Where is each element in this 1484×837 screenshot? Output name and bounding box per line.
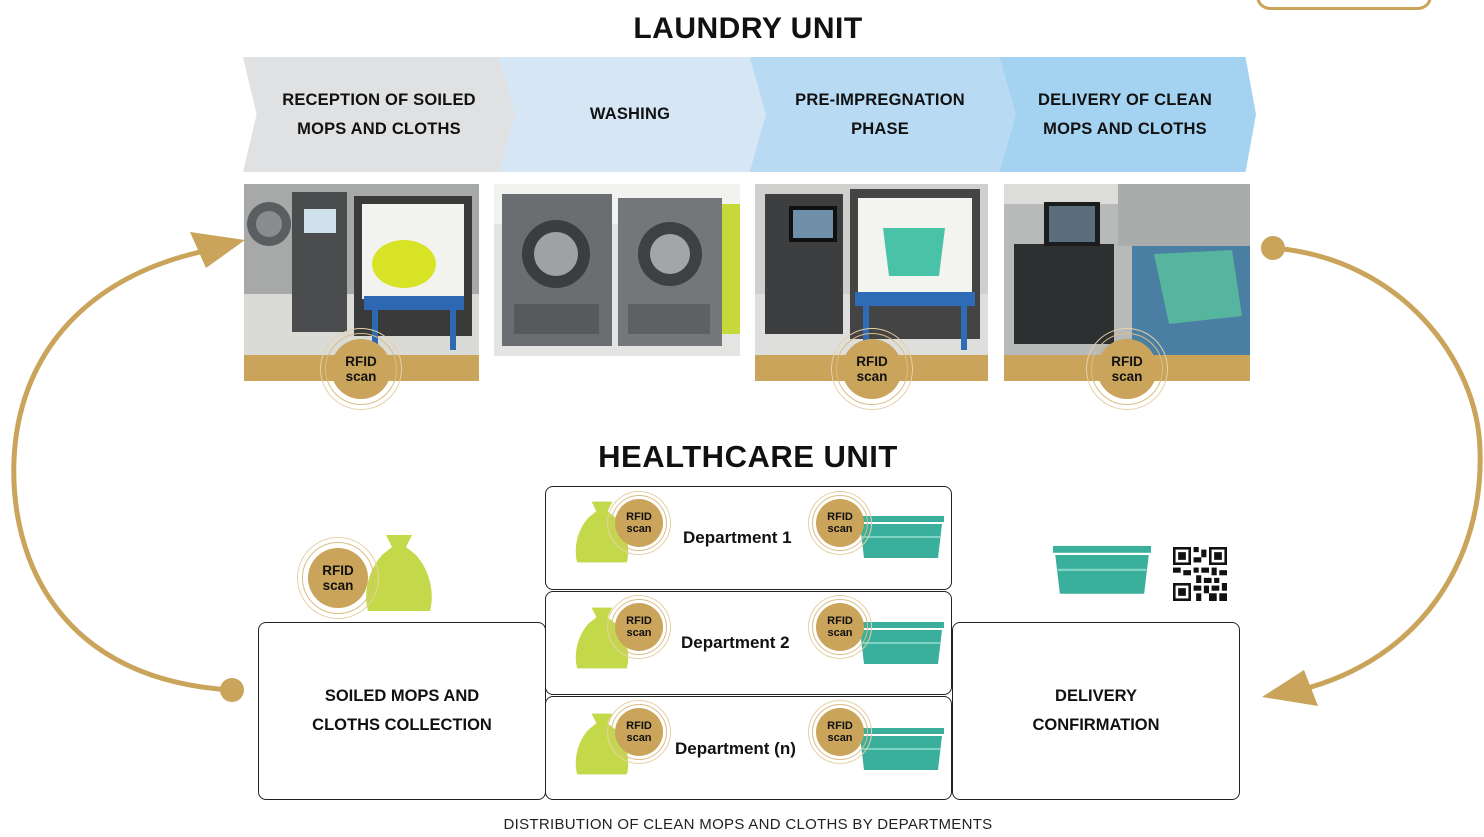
rfid-scan-badge: RFID scan xyxy=(831,328,913,410)
laundry-bag-icon xyxy=(366,535,432,611)
step-washing: WASHING xyxy=(494,57,766,172)
laundry-unit-title: LAUNDRY UNIT xyxy=(633,12,863,45)
soiled-collection-label: SOILED MOPS AND CLOTHS COLLECTION xyxy=(258,682,546,740)
clean-bucket-icon xyxy=(858,622,944,664)
step-washing-line1: WASHING xyxy=(589,105,671,123)
rfid-scan-badge: RFID scan xyxy=(607,700,671,764)
clean-bucket-icon xyxy=(858,516,944,558)
laundry-bag-icon xyxy=(575,713,629,775)
scan-label: scan xyxy=(856,369,888,384)
rfid-scan-badge: RFID scan xyxy=(1086,328,1168,410)
rfid-label: RFID xyxy=(322,563,354,578)
laundry-bag-icon xyxy=(575,607,629,669)
rfid-scan-badge: RFID scan xyxy=(320,328,402,410)
photo-washing xyxy=(494,184,740,356)
scan-label: scan xyxy=(827,523,853,535)
scan-label: scan xyxy=(827,732,853,744)
step-reception-line2: MOPS AND CLOTHS xyxy=(297,119,461,138)
qr-code-icon xyxy=(1173,547,1227,601)
scan-label: scan xyxy=(1111,369,1143,384)
left-arrow-start-dot xyxy=(220,678,244,702)
step-reception-line1: RECEPTION OF SOILED xyxy=(282,90,476,109)
step-reception: RECEPTION OF SOILED MOPS AND CLOTHS xyxy=(243,57,515,172)
department-n-label: Department (n) xyxy=(675,739,796,758)
step-pre-impregnation-line2: PHASE xyxy=(851,119,909,138)
rfid-label: RFID xyxy=(827,615,853,627)
rfid-scan-badge: RFID scan xyxy=(607,595,671,659)
scan-label: scan xyxy=(626,523,652,535)
scan-label: scan xyxy=(827,627,853,639)
rfid-label: RFID xyxy=(827,720,853,732)
rfid-scan-badge: RFID scan xyxy=(808,700,872,764)
right-arrow-start-dot xyxy=(1261,236,1285,260)
left-arrow-head xyxy=(190,232,245,268)
scan-label: scan xyxy=(322,578,354,593)
rfid-scan-badge: RFID scan xyxy=(808,595,872,659)
step-pre-impregnation-line1: PRE-IMPREGNATION xyxy=(795,90,965,109)
collection-line2: CLOTHS COLLECTION xyxy=(312,716,492,734)
scan-label: scan xyxy=(345,369,377,384)
collection-line1: SOILED MOPS AND xyxy=(324,687,480,705)
rfid-label: RFID xyxy=(1111,354,1143,369)
rfid-scan-badge: RFID scan xyxy=(297,537,379,619)
photo-delivery xyxy=(1004,184,1250,356)
delivery-confirmation-label: DELIVERY CONFIRMATION xyxy=(952,682,1240,740)
right-arrow-head xyxy=(1262,670,1318,706)
department-1-label: Department 1 xyxy=(683,528,792,547)
department-2-label: Department 2 xyxy=(681,633,790,652)
soiled-collection-box xyxy=(258,622,546,800)
rfid-scan-badge: RFID scan xyxy=(808,491,872,555)
rfid-scan-badge: RFID scan xyxy=(607,491,671,555)
healthcare-unit-title: HEALTHCARE UNIT xyxy=(598,439,898,474)
scan-label: scan xyxy=(626,732,652,744)
rfid-label: RFID xyxy=(345,354,377,369)
photo-reception xyxy=(244,184,479,356)
step-pre-impregnation: PRE-IMPREGNATION PHASE xyxy=(744,57,1016,172)
corner-decoration xyxy=(1256,0,1432,10)
clean-bucket-icon xyxy=(858,728,944,770)
step-delivery-line2: MOPS AND CLOTHS xyxy=(1043,119,1207,138)
rfid-label: RFID xyxy=(626,511,652,523)
laundry-bag-icon xyxy=(575,501,629,563)
step-delivery: DELIVERY OF CLEAN MOPS AND CLOTHS xyxy=(994,57,1256,172)
scan-label: scan xyxy=(626,627,652,639)
distribution-caption: DISTRIBUTION OF CLEAN MOPS AND CLOTHS BY… xyxy=(503,816,993,833)
rfid-label: RFID xyxy=(626,615,652,627)
delivery-confirmation-box xyxy=(952,622,1240,800)
rfid-label: RFID xyxy=(626,720,652,732)
confirmation-line1: DELIVERY xyxy=(1055,687,1137,705)
confirmation-line2: CONFIRMATION xyxy=(1032,716,1160,734)
step-delivery-line1: DELIVERY OF CLEAN xyxy=(1038,90,1212,109)
rfid-label: RFID xyxy=(827,511,853,523)
photo-pre-impregnation xyxy=(755,184,988,356)
rfid-label: RFID xyxy=(856,354,888,369)
clean-bucket-icon xyxy=(1053,545,1151,594)
